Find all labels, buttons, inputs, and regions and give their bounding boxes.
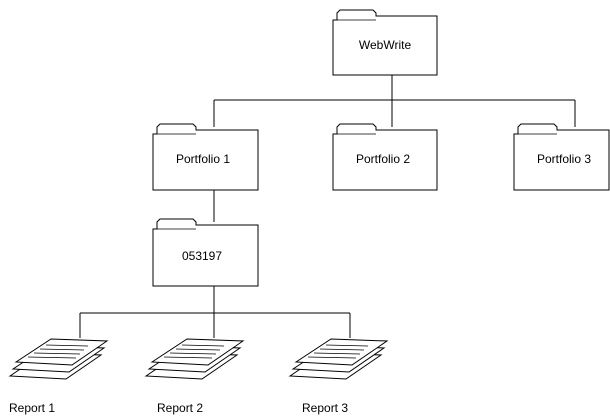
connectors [79, 75, 576, 338]
folder-node-portfolio-2: Portfolio 2 [332, 123, 438, 191]
folder-node-webwrite: WebWrite [332, 9, 438, 76]
document-stack-icon [288, 338, 389, 380]
report-label: Report 1 [9, 401, 55, 415]
report-node-1 [8, 338, 109, 380]
folder-icon [152, 123, 259, 191]
folder-label: Portfolio 1 [176, 152, 230, 166]
folder-label: WebWrite [359, 38, 412, 52]
report-node-2 [144, 338, 245, 380]
folder-icon [332, 9, 438, 76]
report-label: Report 3 [302, 401, 348, 415]
folder-label: Portfolio 2 [356, 152, 410, 166]
report-label: Report 2 [157, 401, 203, 415]
document-stack-icon [8, 338, 109, 380]
folder-icon [332, 123, 438, 191]
document-stack-icon [144, 338, 245, 380]
folder-node-portfolio-1: Portfolio 1 [152, 123, 259, 191]
folder-icon [152, 218, 259, 287]
folder-label: 053197 [182, 249, 222, 263]
folder-node-053197: 053197 [152, 218, 259, 287]
folder-node-portfolio-3: Portfolio 3 [513, 123, 610, 191]
folder-icon [513, 123, 610, 191]
folder-label: Portfolio 3 [537, 152, 591, 166]
report-node-3 [288, 338, 389, 380]
